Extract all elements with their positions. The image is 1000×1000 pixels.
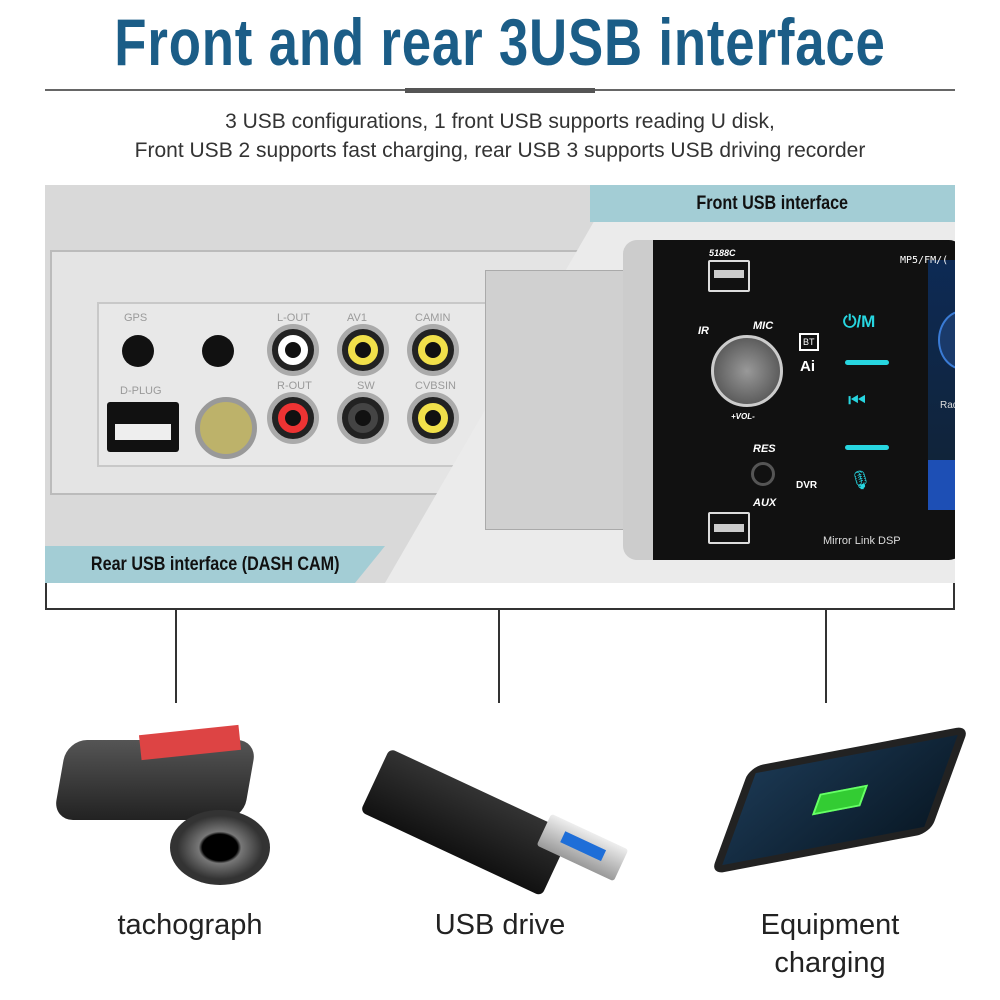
volume-knob[interactable] <box>711 335 783 407</box>
front-usb-port-2 <box>708 512 750 544</box>
caption-usb-drive: USB drive <box>434 909 566 941</box>
label-sw: SW <box>357 380 375 392</box>
subtitle-line-1: 3 USB configurations, 1 front USB suppor… <box>225 110 775 133</box>
caption-tachograph: tachograph <box>117 909 263 941</box>
caption-line: Equipment <box>760 909 900 941</box>
product-photo-panel: GPS D-PLUG L-OUT AV1 CAMIN R-OUT SW CVBS… <box>45 185 955 583</box>
rca-jack-white <box>267 324 319 376</box>
subtitle-line-2: Front USB 2 supports fast charging, rear… <box>134 139 866 162</box>
connector-line <box>825 610 827 703</box>
caption-line: charging <box>774 947 886 979</box>
power-mode-button[interactable]: ⏻/M <box>843 312 876 331</box>
vol-label: +VOL- <box>731 412 755 421</box>
bracket-left <box>45 583 47 610</box>
bracket-bottom <box>45 608 955 610</box>
rca-jack-red <box>267 392 319 444</box>
rca-jack-yellow <box>407 392 459 444</box>
mic-label: MIC <box>753 320 774 332</box>
label-dplug: D-PLUG <box>120 385 162 397</box>
ai-button[interactable]: Ai <box>800 358 815 375</box>
dash-cam-image <box>52 724 270 885</box>
smartphone-image <box>710 725 970 880</box>
screen: MP5/FM/( Rad <box>900 255 955 510</box>
screen-header: MP5/FM/( <box>900 255 949 266</box>
usb-drive-image <box>360 730 630 897</box>
aux-jack <box>751 462 775 486</box>
mirror-link-label: Mirror Link DSP <box>823 535 901 547</box>
battery-charging-icon <box>811 784 869 816</box>
rca-jack-yellow <box>337 324 389 376</box>
bracket-right <box>953 583 955 610</box>
ir-label: IR <box>698 325 709 337</box>
label-rout: R-OUT <box>277 380 312 392</box>
aux-label: AUX <box>753 497 777 509</box>
rear-usb-banner-text: Rear USB interface (DASH CAM) <box>90 553 340 575</box>
label-gps: GPS <box>124 312 148 324</box>
radio-icon <box>938 310 955 370</box>
model-label: 5188C <box>709 248 736 258</box>
label-cvbsin: CVBSIN <box>415 380 456 392</box>
front-usb-banner: Front USB interface <box>590 185 955 222</box>
dvr-button[interactable]: DVR <box>796 480 818 491</box>
accent-bar <box>845 360 889 365</box>
label-av1: AV1 <box>347 312 367 324</box>
rear-usb-port <box>107 402 179 452</box>
voice-mic-icon[interactable]: 🎙 <box>849 470 872 490</box>
title-underline-accent <box>405 88 595 93</box>
rca-jack-yellow <box>407 324 459 376</box>
front-usb-banner-text: Front USB interface <box>696 192 849 214</box>
res-label: RES <box>753 443 776 455</box>
call-prev-icon[interactable]: ⏮ <box>848 390 866 412</box>
front-usb-port-1 <box>708 260 750 292</box>
connector-line <box>175 610 177 703</box>
bt-button[interactable]: BT <box>799 333 819 351</box>
page-title: Front and rear 3USB interface <box>114 5 886 79</box>
antenna-jack <box>195 397 257 459</box>
front-panel: 5188C IR MIC +VOL- RES AUX BT Ai DVR ⏻/M… <box>623 240 955 560</box>
chassis-side <box>485 270 625 530</box>
caption-equipment-charging: Equipment charging <box>720 906 940 982</box>
label-camin: CAMIN <box>415 312 451 324</box>
rear-usb-banner: Rear USB interface (DASH CAM) <box>45 546 385 583</box>
label-lout: L-OUT <box>277 312 310 324</box>
rca-jack-black <box>337 392 389 444</box>
connector-line <box>498 610 500 703</box>
screen-radio-label: Rad <box>940 400 955 411</box>
accent-bar <box>845 445 889 450</box>
